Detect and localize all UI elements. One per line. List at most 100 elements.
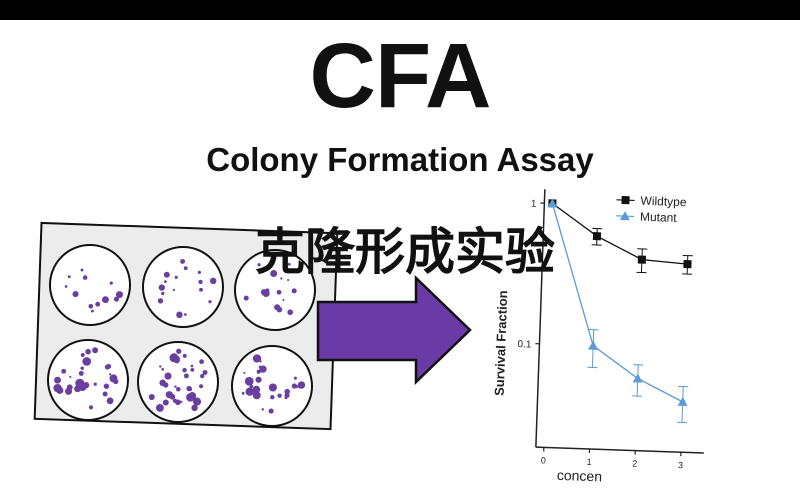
colony [95, 301, 101, 307]
colony [190, 364, 194, 368]
colony [74, 385, 81, 393]
colony [291, 383, 297, 389]
point-mutant [632, 373, 643, 383]
colony [209, 277, 217, 285]
colony [169, 393, 176, 400]
colony [164, 372, 172, 380]
well-1 [49, 244, 131, 326]
colony [91, 309, 94, 313]
colony [198, 279, 203, 285]
colony [101, 296, 109, 304]
point-wildtype [683, 260, 692, 269]
top-black-bar [0, 0, 800, 20]
colony [161, 368, 165, 371]
colony [243, 295, 249, 301]
colony [148, 394, 155, 401]
colony [180, 400, 183, 403]
colony [255, 376, 262, 383]
colony [280, 277, 283, 280]
colony [284, 396, 288, 400]
colony [183, 313, 187, 316]
colony [249, 384, 254, 389]
colony [243, 371, 246, 375]
colony [200, 373, 205, 379]
colony [183, 373, 189, 379]
colony [109, 373, 112, 376]
colony [197, 270, 202, 275]
colony [162, 399, 169, 406]
colony [83, 382, 90, 389]
y-tick-label: 1 [531, 199, 537, 210]
well-3 [234, 249, 316, 331]
colony [182, 353, 187, 358]
colony [174, 275, 178, 279]
colony [286, 394, 290, 398]
colony [80, 353, 85, 357]
colony [61, 368, 67, 374]
colony [54, 376, 61, 384]
colony [189, 388, 193, 392]
x-tick-label: 0 [541, 455, 546, 465]
legend-marker-mutant [619, 211, 630, 221]
y-axis [535, 189, 546, 448]
colony [208, 300, 212, 304]
colony [64, 285, 68, 288]
colony [174, 355, 180, 362]
colony [192, 397, 202, 406]
colony [287, 262, 291, 266]
colony [291, 288, 297, 294]
point-mutant [677, 396, 688, 407]
colony [112, 376, 116, 381]
colony [261, 408, 265, 411]
colony [199, 384, 204, 389]
page-subtitle: Colony Formation Assay [206, 141, 594, 178]
point-mutant [588, 340, 599, 350]
colony [64, 387, 73, 395]
colony [93, 382, 97, 386]
colony [287, 278, 290, 282]
colony [155, 404, 164, 412]
colony [115, 291, 124, 299]
colony [56, 386, 64, 394]
y-axis-label: Survival Fraction [492, 290, 511, 396]
colony [106, 364, 112, 369]
colony [183, 266, 188, 271]
colony [106, 397, 114, 405]
colony [252, 391, 261, 400]
legend-marker-wildtype [621, 195, 630, 205]
colony [176, 386, 181, 392]
colony [113, 296, 119, 302]
colony [191, 404, 198, 412]
colony [276, 289, 282, 295]
colony [199, 287, 203, 292]
colony [268, 383, 277, 392]
colony [190, 367, 195, 372]
colony [80, 268, 84, 272]
colony [157, 298, 164, 304]
colony [277, 393, 282, 398]
colony [172, 398, 178, 403]
colony [297, 381, 306, 389]
colony [78, 370, 84, 376]
colony [102, 391, 108, 397]
x-tick-label: 2 [632, 459, 637, 469]
legend-label: Mutant [640, 210, 678, 225]
point-wildtype [592, 232, 602, 241]
page-title: CFA [309, 25, 492, 127]
colony [161, 291, 165, 296]
x-tick-label: 1 [586, 457, 591, 467]
point-wildtype [637, 255, 647, 264]
colony [176, 311, 183, 319]
colony [88, 405, 94, 410]
colony [82, 275, 88, 280]
colony [174, 385, 177, 388]
series-line-wildtype [551, 202, 688, 265]
colony [180, 258, 186, 264]
chinese-title: 克隆形成实验 [255, 223, 555, 281]
colony [287, 309, 294, 316]
colony [199, 359, 204, 365]
colony [270, 270, 278, 278]
